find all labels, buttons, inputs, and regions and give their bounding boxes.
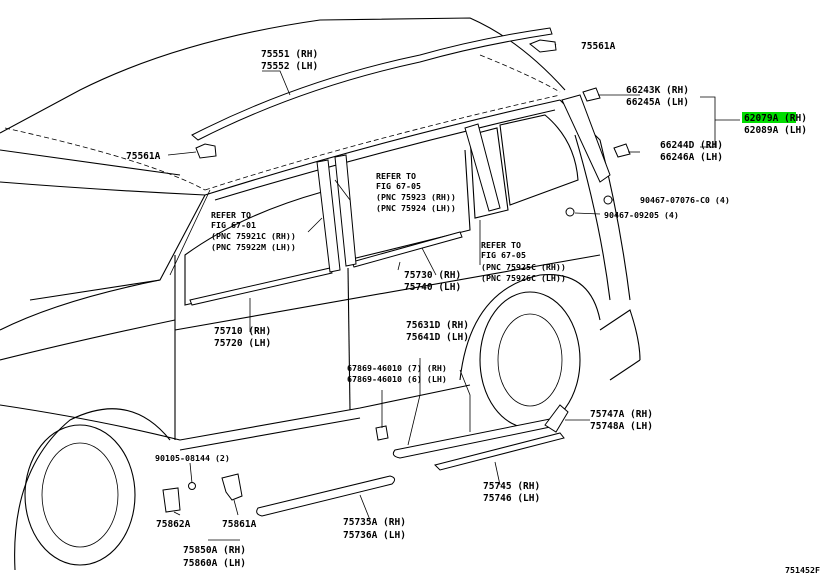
label-75551: 75551 (RH) — [261, 49, 318, 60]
label-62089a: 62089A (LH) — [744, 125, 807, 136]
rear-garnish-clip-upper — [582, 87, 601, 102]
refer-c-line4: (PNC 75926C (LH)) — [481, 273, 566, 283]
label-75736a: 75736A (LH) — [343, 530, 406, 541]
rocker-molding-upper — [392, 417, 559, 459]
leader-lines — [167, 43, 740, 541]
label-75631d: 75631D (RH) — [406, 320, 469, 331]
front-rocker-molding — [256, 475, 396, 517]
label-75860a: 75860A (LH) — [183, 558, 246, 569]
label-75745: 75745 (RH) — [483, 481, 540, 492]
label-75748a: 75748A (LH) — [590, 421, 653, 432]
mudguard-plate — [162, 487, 181, 513]
refer-c-line3: (PNC 75925C (RH)) — [481, 262, 566, 272]
label-75730: 75730 (RH) — [404, 270, 461, 281]
door-pillar-strip-a — [316, 159, 341, 273]
label-75850a: 75850A (RH) — [183, 545, 246, 556]
roof-rail-end-cap-rear — [529, 39, 557, 53]
parts — [162, 27, 631, 517]
front-door-belt-molding — [189, 267, 333, 306]
label-67869-6: 67869-46010 (6) (LH) — [347, 374, 447, 384]
roof-rail-end-cap-front — [195, 143, 217, 159]
highlight-62079a — [742, 112, 796, 123]
label-75862a: 75862A — [156, 519, 191, 530]
roof-rail-molding — [191, 27, 553, 141]
rocker-clip — [375, 425, 389, 441]
rear-pillar-strip — [464, 123, 501, 212]
label-75735a: 75735A (RH) — [343, 517, 406, 528]
label-67869-7: 67869-46010 (7) (RH) — [347, 363, 447, 373]
label-75747a: 75747A (RH) — [590, 409, 653, 420]
refer-b-line1: REFER TO — [211, 210, 251, 220]
label-66246a: 66246A (LH) — [660, 152, 723, 163]
label-75710: 75710 (RH) — [214, 326, 271, 337]
refer-a-line3: (PNC 75923 (RH)) — [376, 192, 456, 202]
label-75552: 75552 (LH) — [261, 61, 318, 72]
rear-quarter-garnish — [561, 94, 611, 183]
label-75861a: 75861A — [222, 519, 257, 530]
clip-90467-07076 — [603, 195, 613, 205]
mudguard-bracket — [221, 473, 243, 501]
part-labels: 75551 (RH) 75552 (LH) 75561A 75561A 6624… — [126, 41, 820, 575]
label-90105: 90105-08144 (2) — [155, 453, 230, 463]
refer-a-line2: FIG 67-05 — [376, 181, 421, 191]
refer-b-line2: FIG 67-01 — [211, 220, 256, 230]
door-pillar-strip-b — [334, 154, 357, 267]
rocker-end-piece — [544, 404, 569, 433]
label-75561a-left: 75561A — [126, 151, 161, 162]
label-75740: 75740 (LH) — [404, 282, 461, 293]
refer-b-line4: (PNC 75922M (LH)) — [211, 242, 296, 252]
label-66243k: 66243K (RH) — [626, 85, 689, 96]
label-75641d: 75641D (LH) — [406, 332, 469, 343]
diagram-id: 751452F — [785, 565, 820, 575]
clip-90467-09205 — [565, 207, 575, 217]
refer-c-line1: REFER TO — [481, 240, 521, 250]
label-90467-09205: 90467-09205 (4) — [604, 210, 679, 220]
slide-door-belt-molding — [351, 231, 463, 268]
label-62079a: 62079A (RH) — [744, 113, 807, 124]
label-90467-07076: 90467-07076-C0 (4) — [640, 195, 730, 205]
rear-garnish-clip-lower — [613, 143, 631, 158]
rocker-molding-lower — [434, 432, 565, 471]
refer-c-line2: FIG 67-05 — [481, 250, 526, 260]
mudguard-bolt — [188, 482, 196, 490]
label-75561a-top: 75561A — [581, 41, 616, 52]
label-75746: 75746 (LH) — [483, 493, 540, 504]
label-75720: 75720 (LH) — [214, 338, 271, 349]
label-66245a: 66245A (LH) — [626, 97, 689, 108]
refer-a-line4: (PNC 75924 (LH)) — [376, 203, 456, 213]
refer-a-line1: REFER TO — [376, 171, 416, 181]
refer-b-line3: (PNC 75921C (RH)) — [211, 231, 296, 241]
label-66244d: 66244D (RH) — [660, 140, 723, 151]
vehicle-outline — [0, 17, 641, 571]
